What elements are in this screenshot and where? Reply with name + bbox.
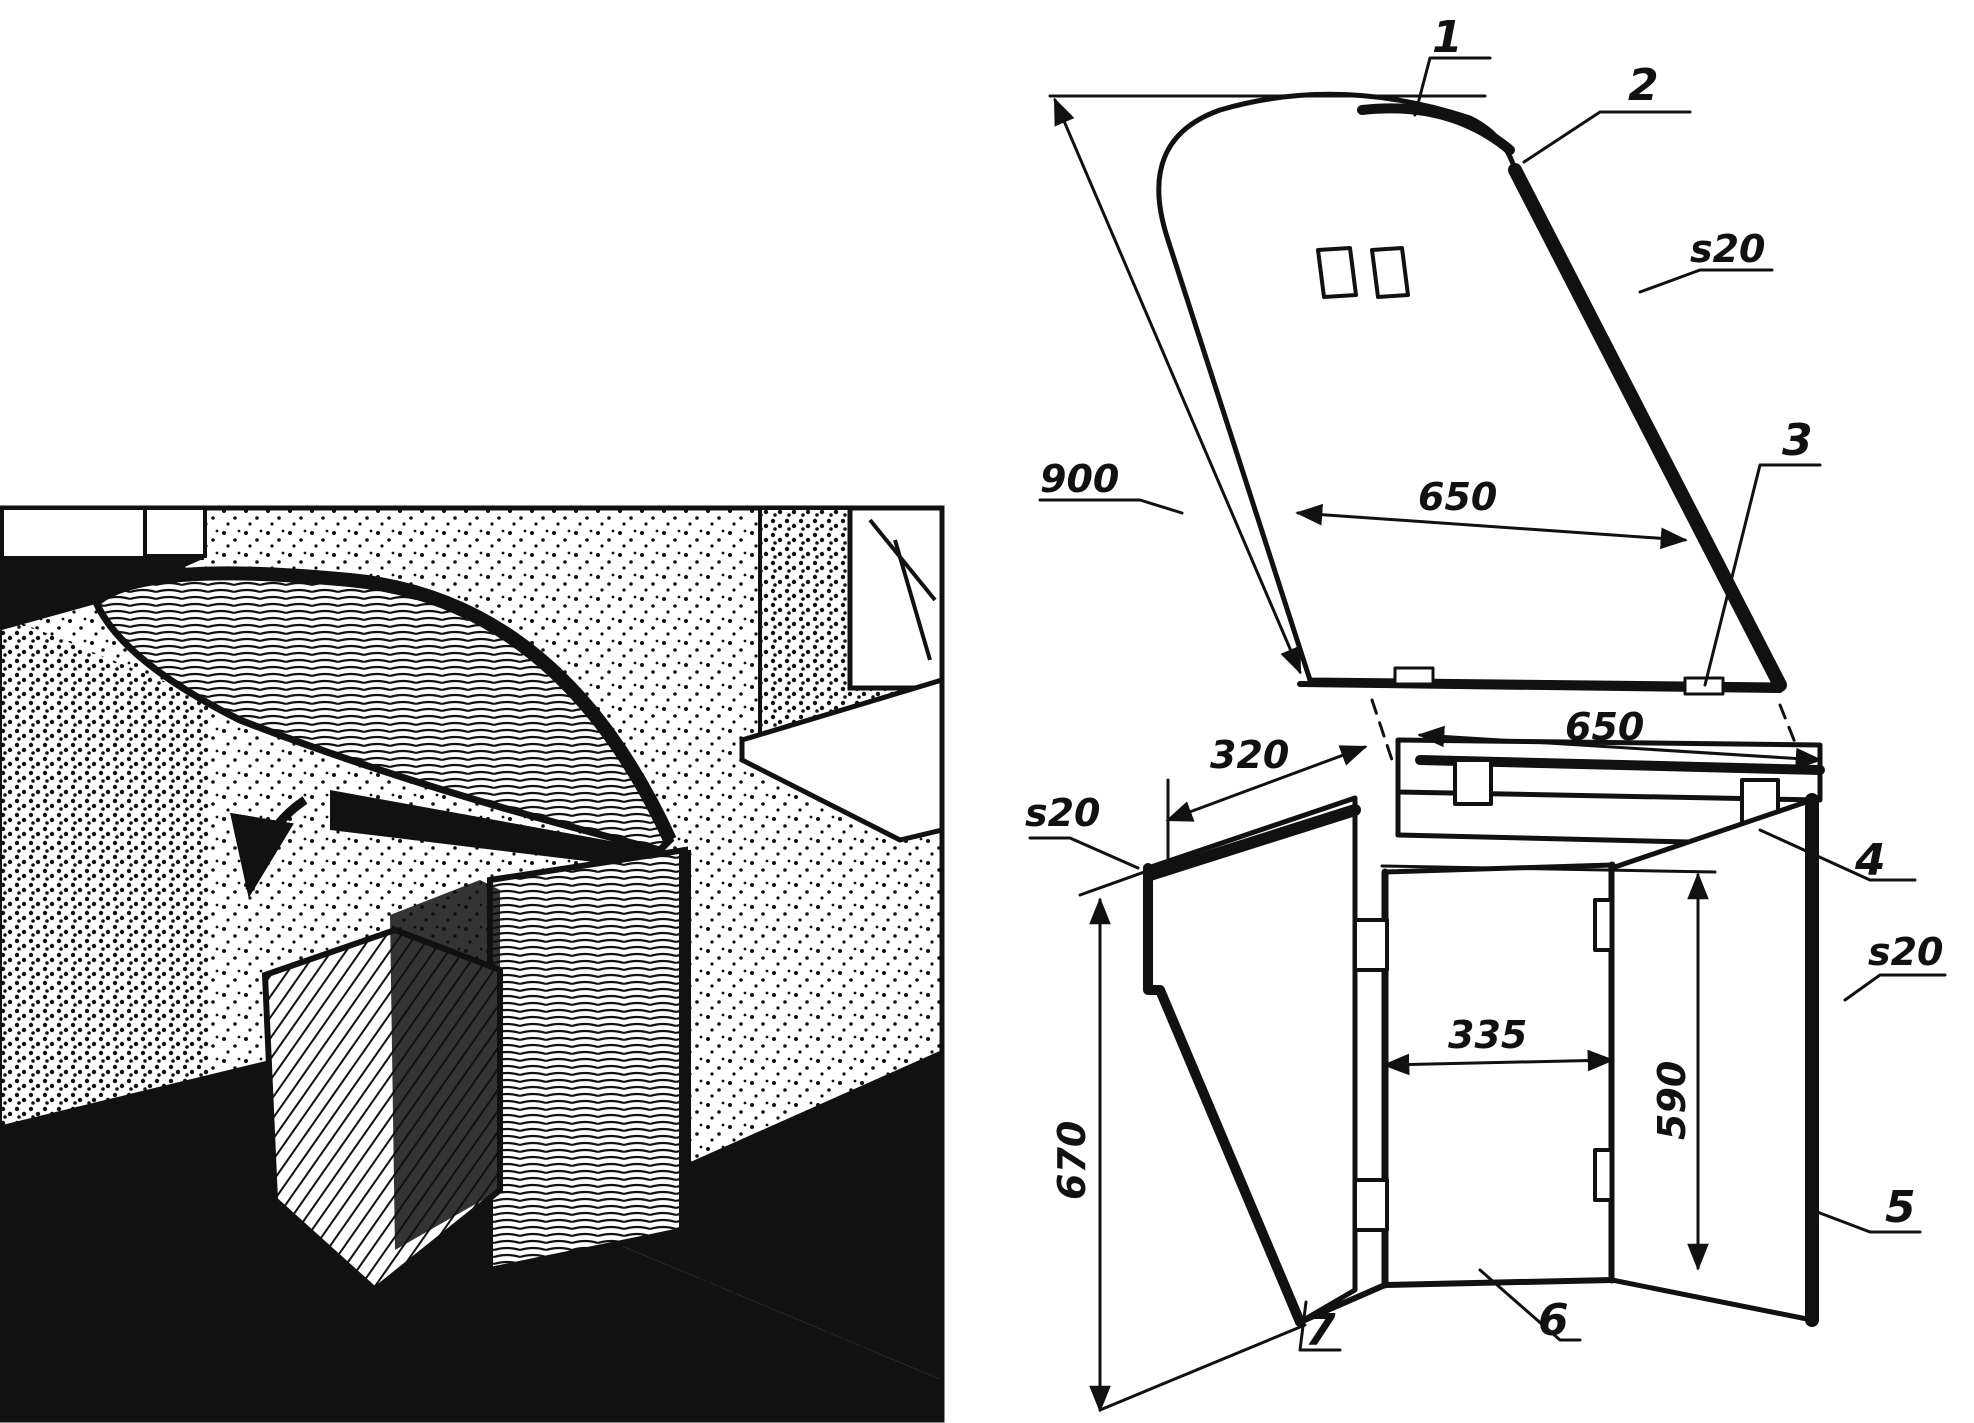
support-blocks (1316, 246, 1410, 299)
dim-side-thickness-left: s20 (1025, 791, 1101, 835)
table-top (1156, 91, 1787, 696)
left-side-panel (1143, 795, 1361, 1327)
dim-top-length: 900 (1040, 457, 1119, 501)
callout-2: 2 (1628, 60, 1659, 111)
callout-6: 6 (1538, 1295, 1569, 1346)
dim-inner-height: 590 (1650, 1061, 1694, 1140)
dim-side-depth: 320 (1210, 733, 1289, 777)
dim-side-thickness-right: s20 (1868, 930, 1944, 974)
room-illustration (0, 505, 945, 1423)
callout-7: 7 (1305, 1305, 1336, 1356)
right-side-panel (1609, 793, 1819, 1327)
callout-3: 3 (1782, 415, 1813, 466)
labels: 1 2 3 4 5 6 7 900 650 s20 650 320 s20 s2… (1025, 12, 1944, 1356)
dim-total-height: 670 (1050, 1121, 1094, 1200)
dim-top-thickness: s20 (1690, 227, 1766, 271)
leader-lines (1028, 56, 1947, 1352)
dim-door-width: 335 (1448, 1013, 1527, 1057)
callout-4: 4 (1854, 835, 1886, 886)
callout-5: 5 (1885, 1182, 1916, 1233)
callout-1: 1 (1432, 12, 1463, 63)
dim-top-width: 650 (1418, 475, 1497, 519)
dim-cabinet-width: 650 (1565, 705, 1644, 749)
exploded-drawing (1028, 56, 1947, 1413)
